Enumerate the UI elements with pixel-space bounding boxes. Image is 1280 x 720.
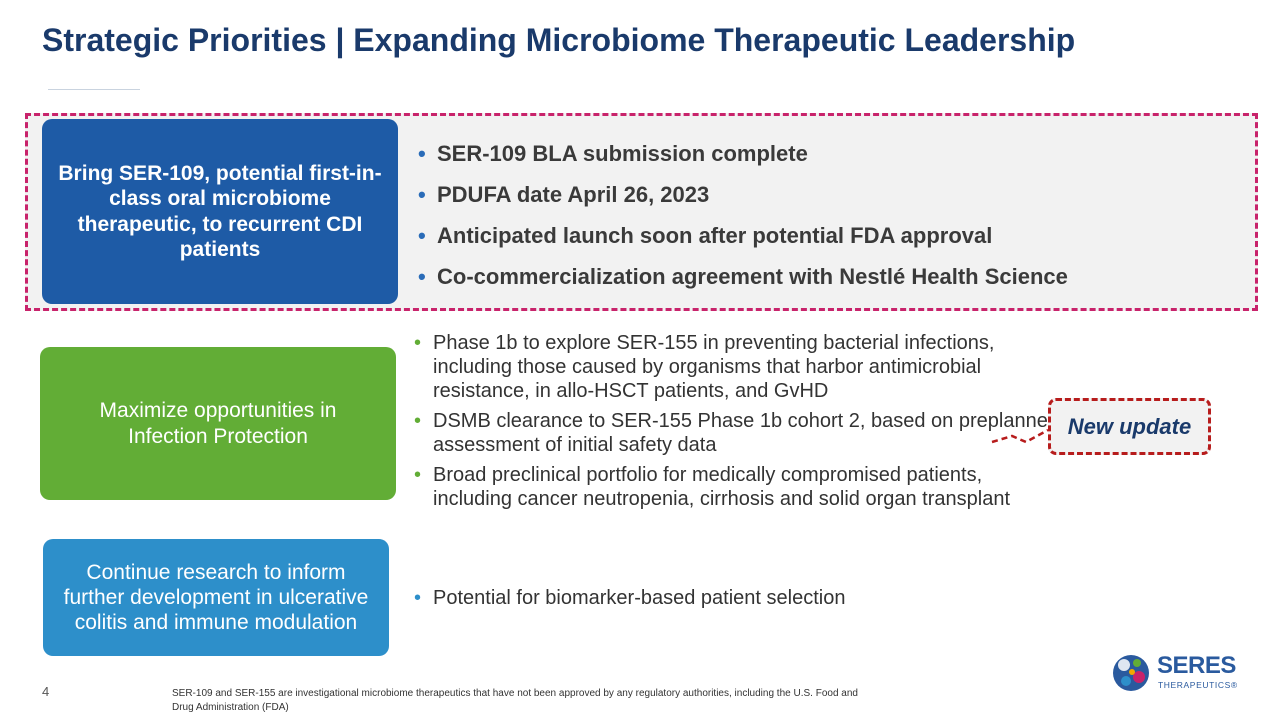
bullet-list-ulcerative-colitis: • Potential for biomarker-based patient s…: [414, 586, 845, 610]
priority-box-ulcerative-colitis: Continue research to inform further deve…: [43, 539, 389, 656]
bullet-text: DSMB clearance to SER-155 Phase 1b cohor…: [433, 410, 1059, 456]
bullet-icon: •: [414, 464, 422, 486]
new-update-badge: New update: [1048, 398, 1211, 455]
bullet-icon: •: [414, 410, 422, 432]
page-number: 4: [42, 684, 50, 699]
priority-box-infection-protection: Maximize opportunities in Infection Prot…: [40, 347, 396, 500]
footnote: SER-109 and SER-155 are investigational …: [172, 688, 858, 713]
list-item: • Broad preclinical portfolio for medical…: [414, 463, 1064, 511]
callout-connector: [991, 428, 1049, 444]
list-item: • Phase 1b to explore SER-155 in preventi…: [414, 331, 1064, 403]
bullet-icon: •: [414, 332, 422, 354]
bullet-text: SER-109 BLA submission complete: [437, 141, 808, 166]
bullet-list-ser-109: • SER-109 BLA submission complete • PDUFA …: [418, 139, 1068, 303]
logo-subtitle: THERAPEUTICS®: [1158, 680, 1238, 690]
list-item: • Potential for biomarker-based patient s…: [414, 586, 845, 610]
company-logo: SERES THERAPEUTICS®: [1112, 651, 1237, 695]
bullet-list-infection-protection: • Phase 1b to explore SER-155 in preventi…: [414, 331, 1064, 517]
bullet-icon: •: [418, 141, 426, 166]
priority-box-ser-109: Bring SER-109, potential first-in-class …: [42, 119, 398, 304]
logo-wordmark: SERES: [1157, 652, 1236, 679]
bullet-icon: •: [414, 587, 422, 609]
bullet-icon: •: [418, 182, 426, 207]
list-item: • PDUFA date April 26, 2023: [418, 180, 1068, 210]
list-item: • Anticipated launch soon after potential…: [418, 221, 1068, 251]
bullet-icon: •: [418, 264, 426, 289]
bullet-text: PDUFA date April 26, 2023: [437, 182, 710, 207]
slide-title: Strategic Priorities | Expanding Microbi…: [42, 22, 1076, 58]
bullet-icon: •: [418, 223, 426, 248]
bullet-text: Co-commercialization agreement with Nest…: [437, 264, 1068, 289]
list-item: • DSMB clearance to SER-155 Phase 1b coho…: [414, 409, 1064, 457]
logo-mark-icon: [1113, 655, 1149, 691]
title-underline: [48, 89, 140, 90]
bullet-text: Phase 1b to explore SER-155 in preventin…: [433, 332, 995, 402]
list-item: • SER-109 BLA submission complete: [418, 139, 1068, 169]
bullet-text: Anticipated launch soon after potential …: [437, 223, 993, 248]
bullet-text: Potential for biomarker-based patient se…: [433, 587, 846, 609]
bullet-text: Broad preclinical portfolio for medicall…: [433, 464, 1011, 510]
list-item: • Co-commercialization agreement with Nes…: [418, 262, 1068, 292]
